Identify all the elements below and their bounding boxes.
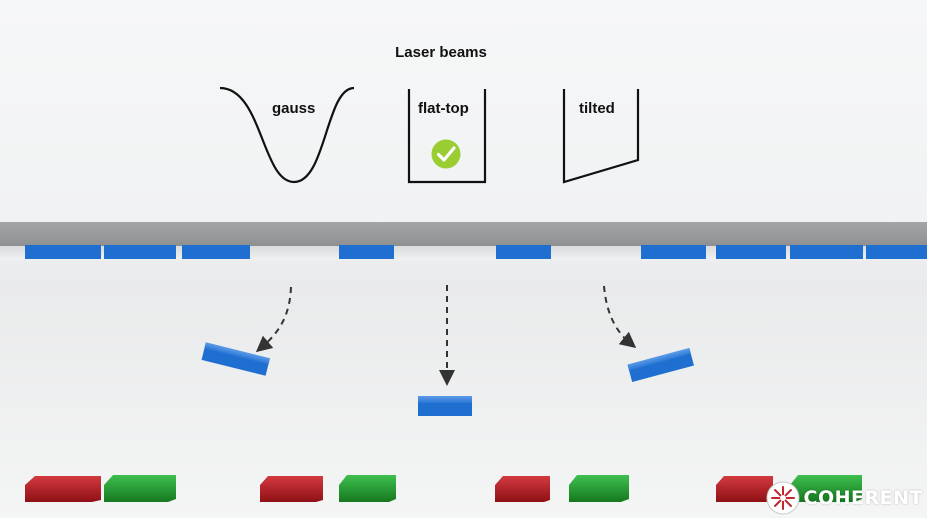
green-chip [104, 475, 176, 502]
receiver-chip-row [25, 475, 862, 502]
diagram-title: Laser beams [395, 44, 487, 61]
tilted-label: tilted [579, 100, 615, 117]
plate-chip [104, 245, 176, 259]
starburst-logo-icon [766, 481, 800, 515]
plate-chip [339, 245, 394, 259]
plate-chip [641, 245, 706, 259]
logo-text: COHERENT [803, 487, 923, 509]
gauss-profile-curve [219, 86, 355, 184]
plate-chip [866, 245, 927, 259]
flat-top-profile-shape [407, 89, 487, 184]
coherent-logo: COHERENT [766, 481, 923, 515]
gauss-trajectory-arrow [255, 286, 292, 353]
green-chip [569, 475, 629, 502]
plate-chip [716, 245, 786, 259]
check-icon [431, 139, 461, 169]
flat-top-falling-chip [418, 396, 472, 416]
red-chip [495, 476, 550, 502]
plate-chip-row [25, 245, 927, 259]
red-chip [716, 476, 773, 502]
gauss-label: gauss [272, 100, 316, 117]
flat-top-label: flat-top [418, 100, 469, 117]
plate-chip [790, 245, 863, 259]
gauss-falling-chip [201, 342, 270, 376]
red-chip [260, 476, 323, 502]
tilted-falling-chip [627, 348, 694, 383]
red-chip [25, 476, 101, 502]
green-chip [790, 475, 862, 502]
plate-chip [25, 245, 101, 259]
tilted-trajectory-arrow [603, 285, 637, 349]
tilted-profile-shape [562, 89, 640, 184]
donor-plate [0, 222, 927, 246]
plate-chip [496, 245, 551, 259]
plate-chip [182, 245, 250, 259]
green-chip [339, 475, 396, 502]
